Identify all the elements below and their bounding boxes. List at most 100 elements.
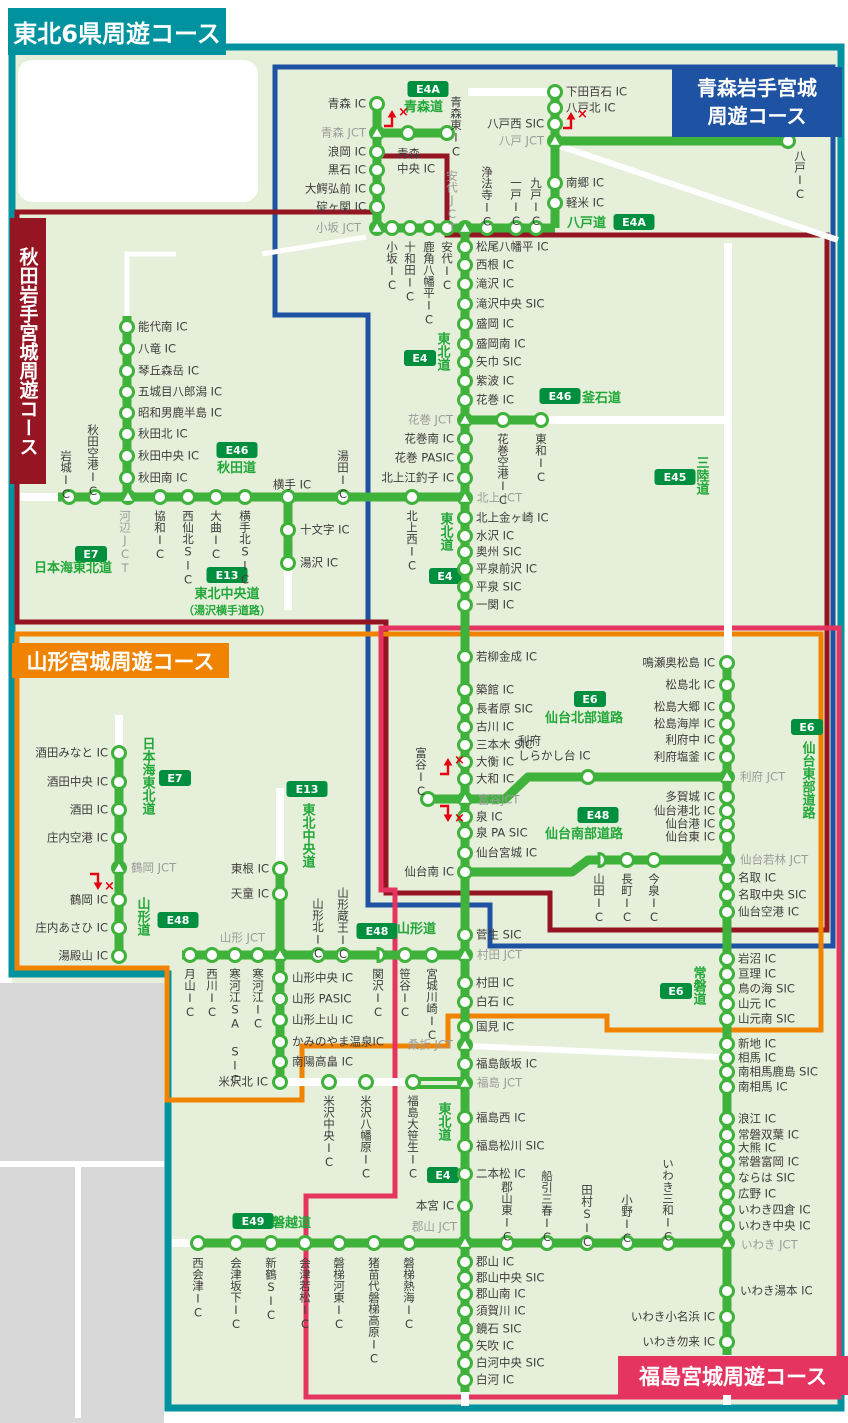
station-label: いわき小名浜 IC bbox=[631, 1310, 715, 1324]
station-label: 花巻 JCT bbox=[408, 413, 454, 427]
route-number-label: E4A bbox=[622, 216, 646, 229]
road-name-label: 仙台東部道路 bbox=[800, 740, 816, 819]
jct-triangle-icon bbox=[460, 223, 470, 232]
station-label: 大衡 IC bbox=[476, 755, 514, 769]
station-label: 常磐双葉 IC bbox=[738, 1128, 799, 1142]
road-line-white bbox=[467, 1043, 721, 1060]
station-node bbox=[457, 373, 473, 389]
station-label: 二本松 IC bbox=[476, 1167, 526, 1181]
station-label: 三本木 SIC bbox=[476, 738, 533, 752]
station-node bbox=[272, 1054, 288, 1070]
station-label: 盛岡 IC bbox=[476, 317, 514, 331]
svg-text:×: × bbox=[454, 811, 465, 826]
station-label: 福島大笹生IC bbox=[406, 1094, 420, 1180]
route-number-label: E4A bbox=[416, 83, 440, 96]
road-name-label: 東北道 bbox=[438, 511, 454, 552]
station-node bbox=[457, 544, 473, 560]
station-label: 利府 JCT bbox=[740, 770, 786, 784]
station-label: 岩城IC bbox=[59, 449, 73, 501]
station-node bbox=[119, 470, 135, 486]
station-node bbox=[660, 1235, 676, 1251]
station-label: 長者原 SIC bbox=[476, 702, 533, 716]
station-node bbox=[719, 699, 735, 715]
station-label: いわき湯本 IC bbox=[740, 1284, 813, 1298]
station-label: 大熊 IC bbox=[738, 1141, 776, 1155]
station-node bbox=[401, 1235, 417, 1251]
road-name-label: 東北道 bbox=[436, 1101, 452, 1142]
station-label: 村田 IC bbox=[476, 976, 514, 990]
station-node bbox=[719, 789, 735, 805]
road-name-label: 釜石道 bbox=[581, 390, 621, 406]
station-node bbox=[335, 947, 351, 963]
station-node bbox=[457, 1019, 473, 1035]
station-label: 村田 JCT bbox=[477, 948, 523, 962]
station-node bbox=[111, 774, 127, 790]
station-node bbox=[272, 991, 288, 1007]
jct-triangle-icon bbox=[722, 855, 732, 864]
station-label: 利府塩釜 IC bbox=[654, 750, 715, 764]
station-label: 須賀川 IC bbox=[476, 1304, 526, 1318]
station-label: 新鶴SIC bbox=[264, 1256, 278, 1322]
station-label: 青森東IC bbox=[449, 96, 463, 159]
route-number-badge bbox=[613, 214, 655, 230]
station-node bbox=[457, 1254, 473, 1270]
station-node bbox=[402, 220, 418, 236]
station-node bbox=[439, 220, 455, 236]
station-label: 鶴岡 JCT bbox=[131, 861, 177, 875]
station-label: 郡山東IC bbox=[500, 1181, 514, 1244]
jct-triangle-icon bbox=[123, 492, 133, 501]
station-node bbox=[272, 1034, 288, 1050]
station-label: 十和田IC bbox=[403, 240, 417, 303]
station-label: 八竜 IC bbox=[138, 342, 176, 356]
station-node bbox=[111, 802, 127, 818]
station-label: 青森 JCT bbox=[321, 126, 367, 140]
station-node bbox=[180, 489, 196, 505]
station-node bbox=[111, 745, 127, 761]
station-node bbox=[119, 319, 135, 335]
course-border-fukushima-miyagi bbox=[303, 625, 842, 1400]
station-label: 浪江 IC bbox=[738, 1112, 776, 1126]
station-label: 滝沢 IC bbox=[476, 277, 514, 291]
station-label: 亘理 IC bbox=[738, 967, 776, 981]
station-node bbox=[547, 116, 563, 132]
station-node bbox=[539, 1235, 555, 1251]
station-node bbox=[457, 510, 473, 526]
station-node bbox=[719, 1170, 735, 1186]
station-label: 酒田みなと IC bbox=[35, 746, 108, 760]
station-node bbox=[457, 975, 473, 991]
station-node bbox=[421, 220, 437, 236]
station-node bbox=[719, 716, 735, 732]
station-node bbox=[719, 1064, 735, 1080]
road-name-label: 磐越道 bbox=[272, 1215, 311, 1231]
station-node bbox=[272, 886, 288, 902]
station-label: 相馬 IC bbox=[738, 1051, 776, 1065]
station-label: 庄内あさひ IC bbox=[35, 921, 108, 935]
route-number-label: E4 bbox=[412, 352, 428, 365]
station-label: 菅生 SIC bbox=[476, 928, 521, 942]
station-label: 碇ヶ関 IC bbox=[316, 200, 366, 214]
station-node bbox=[457, 336, 473, 352]
road-name-label: 日本海東北道 bbox=[34, 560, 112, 576]
station-label: 矢巾 SIC bbox=[476, 355, 521, 369]
course-title-line2: 周遊コース bbox=[707, 104, 807, 128]
station-label: 浄法寺IC bbox=[480, 165, 494, 228]
station-node bbox=[457, 1198, 473, 1214]
station-node bbox=[358, 1074, 374, 1090]
route-number-badge bbox=[574, 691, 606, 707]
course-badge-tohoku6: 東北6県周遊コース bbox=[8, 8, 226, 55]
station-label: 昭和男鹿半島 IC bbox=[138, 406, 222, 420]
route-number-label: E48 bbox=[366, 925, 389, 938]
station-node bbox=[272, 970, 288, 986]
station-node bbox=[579, 1235, 595, 1251]
station-node bbox=[457, 1286, 473, 1302]
station-node bbox=[331, 1235, 347, 1251]
station-label: 本宮 IC bbox=[416, 1199, 454, 1213]
station-label: 郡山南 IC bbox=[476, 1287, 526, 1301]
jct-triangle-icon bbox=[460, 950, 470, 959]
station-node bbox=[457, 1372, 473, 1388]
station-node bbox=[719, 1202, 735, 1218]
station-label: 八戸西 SIC bbox=[487, 117, 544, 131]
station-node bbox=[457, 579, 473, 595]
route-number-label: E49 bbox=[242, 1215, 265, 1228]
